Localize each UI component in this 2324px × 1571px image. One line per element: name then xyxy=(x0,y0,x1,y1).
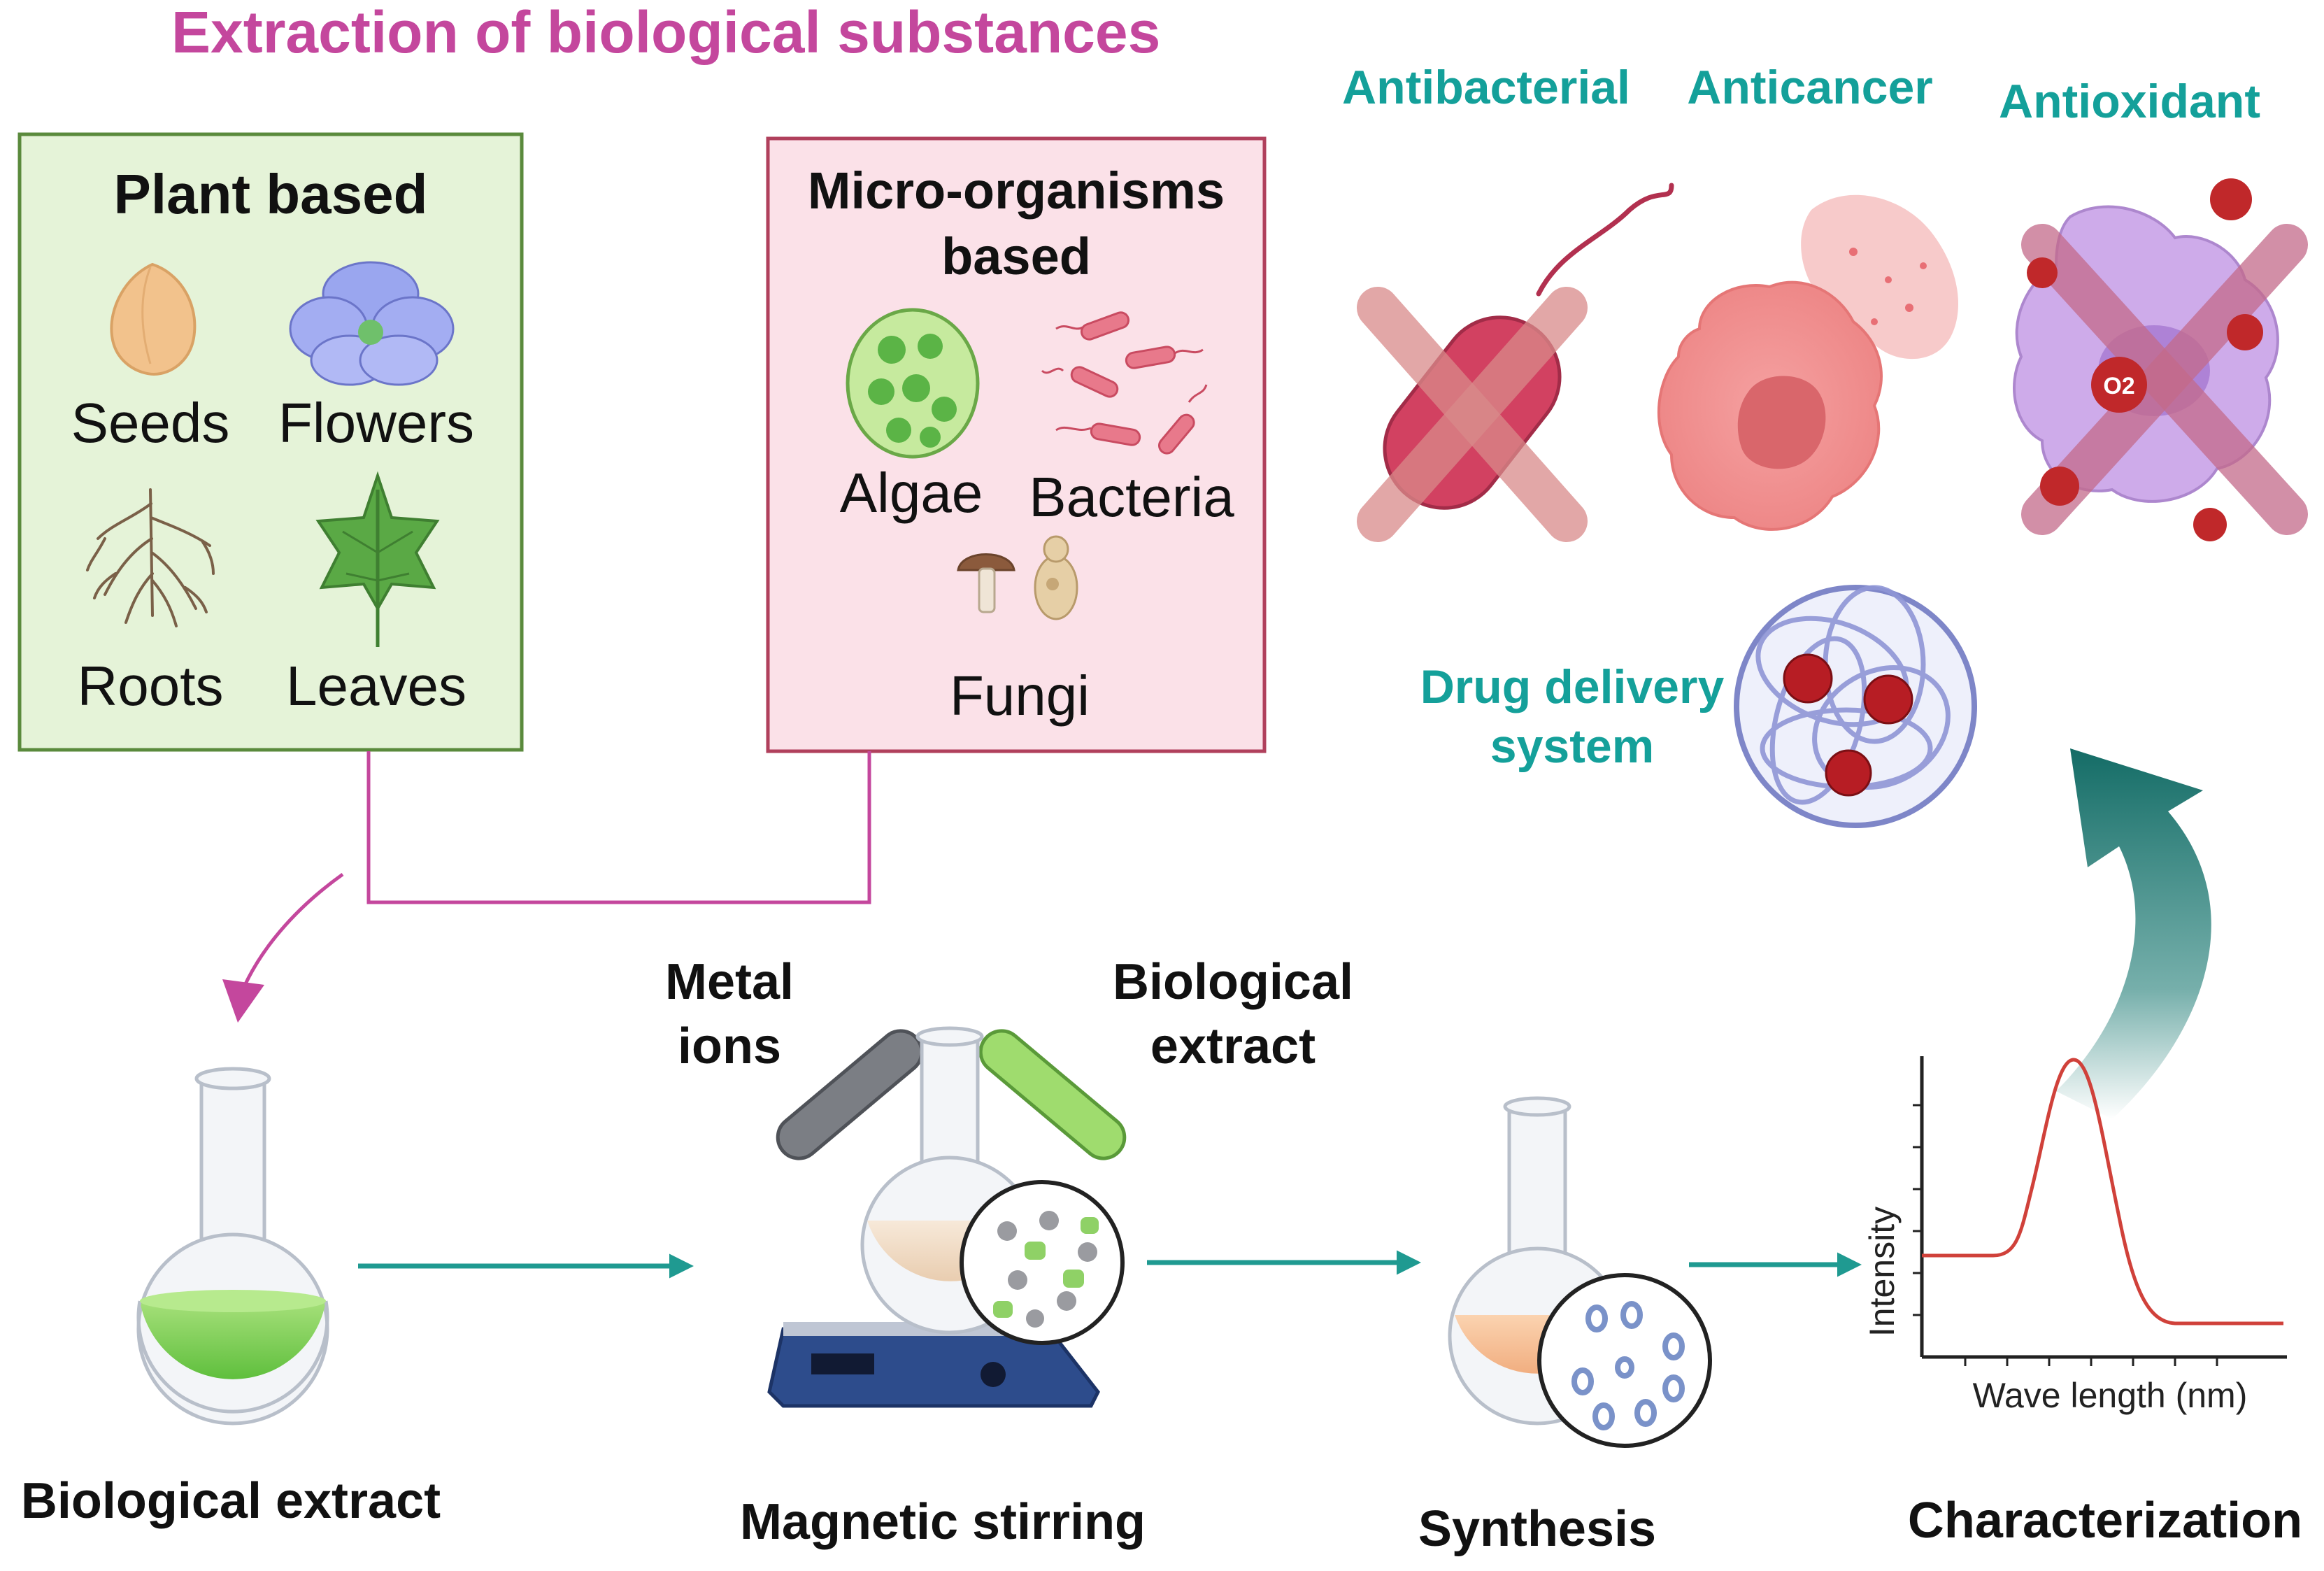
spectrum-chart: Intensity Wave length (nm) xyxy=(1862,1056,2287,1415)
flower-icon xyxy=(289,261,455,386)
plant-based-box: Plant based Seeds Flowers xyxy=(17,132,524,752)
micro-item-algae: Algae xyxy=(840,462,983,524)
micro-box-heading-line2: based xyxy=(941,227,1091,285)
label-anticancer: Anticancer xyxy=(1687,61,1932,114)
spectrum-curve xyxy=(1922,1058,2283,1325)
step-label-synthesis: Synthesis xyxy=(1418,1501,1656,1557)
diagram-title: Extraction of biological substances xyxy=(171,0,1160,65)
label-antioxidant: Antioxidant xyxy=(1999,75,2260,128)
oxygen-radical-icon: O2 xyxy=(2091,357,2147,413)
test-tube-metal-ions-icon xyxy=(776,1029,924,1160)
micro-item-fungi: Fungi xyxy=(950,664,1090,727)
test-tube-bio-extract-icon xyxy=(978,1029,1127,1160)
flask-biological-extract xyxy=(136,1067,329,1426)
big-curved-arrow xyxy=(2056,748,2211,1119)
plant-box-heading: Plant based xyxy=(113,163,427,225)
plant-item-flowers: Flowers xyxy=(278,392,474,454)
step-label-magnetic-stirring: Magnetic stirring xyxy=(740,1494,1146,1550)
micro-organisms-box: Micro-organisms based Algae Ba xyxy=(766,136,1267,753)
step-label-characterization: Characterization xyxy=(1908,1493,2302,1549)
label-drug-delivery-line2: system xyxy=(1490,720,1654,773)
algae-icon xyxy=(846,308,980,459)
plant-item-leaves: Leaves xyxy=(286,655,466,717)
micro-box-heading-line1: Micro-organisms xyxy=(808,162,1225,220)
antioxidant-icon: O2 xyxy=(2013,178,2308,541)
fungi-icon xyxy=(957,535,1078,620)
spectrum-ylabel: Intensity xyxy=(1862,1207,1902,1337)
step-label-biological-extract: Biological extract xyxy=(21,1473,441,1529)
label-antibacterial: Antibacterial xyxy=(1342,61,1630,114)
micro-item-bacteria: Bacteria xyxy=(1029,466,1234,528)
antibacterial-icon xyxy=(1357,183,1674,542)
nanoparticle-icon xyxy=(1734,585,1977,828)
anticancer-icon xyxy=(1657,194,1958,531)
magnified-nanoparticles-icon xyxy=(1537,1273,1712,1448)
spectrum-xlabel: Wave length (nm) xyxy=(1973,1376,2248,1415)
label-metal-ions-line1: Metal xyxy=(665,954,794,1010)
boxes-connector-line xyxy=(366,751,871,904)
label-bio-extract-line2: extract xyxy=(1150,1018,1316,1074)
seed-icon xyxy=(110,262,197,376)
roots-icon xyxy=(86,488,215,627)
plant-item-seeds: Seeds xyxy=(71,392,230,454)
connector-arrow xyxy=(222,872,344,1023)
plant-item-roots: Roots xyxy=(78,655,224,717)
label-metal-ions-line2: ions xyxy=(678,1018,781,1074)
magnetic-stirrer-icon xyxy=(767,1322,1100,1408)
label-drug-delivery-line1: Drug delivery xyxy=(1420,660,1725,713)
label-bio-extract-line1: Biological xyxy=(1113,954,1353,1010)
oxygen-label: O2 xyxy=(2103,373,2134,399)
bacteria-icon xyxy=(1041,311,1208,455)
leaf-icon xyxy=(315,471,440,647)
magnified-mixture-icon xyxy=(960,1180,1125,1345)
